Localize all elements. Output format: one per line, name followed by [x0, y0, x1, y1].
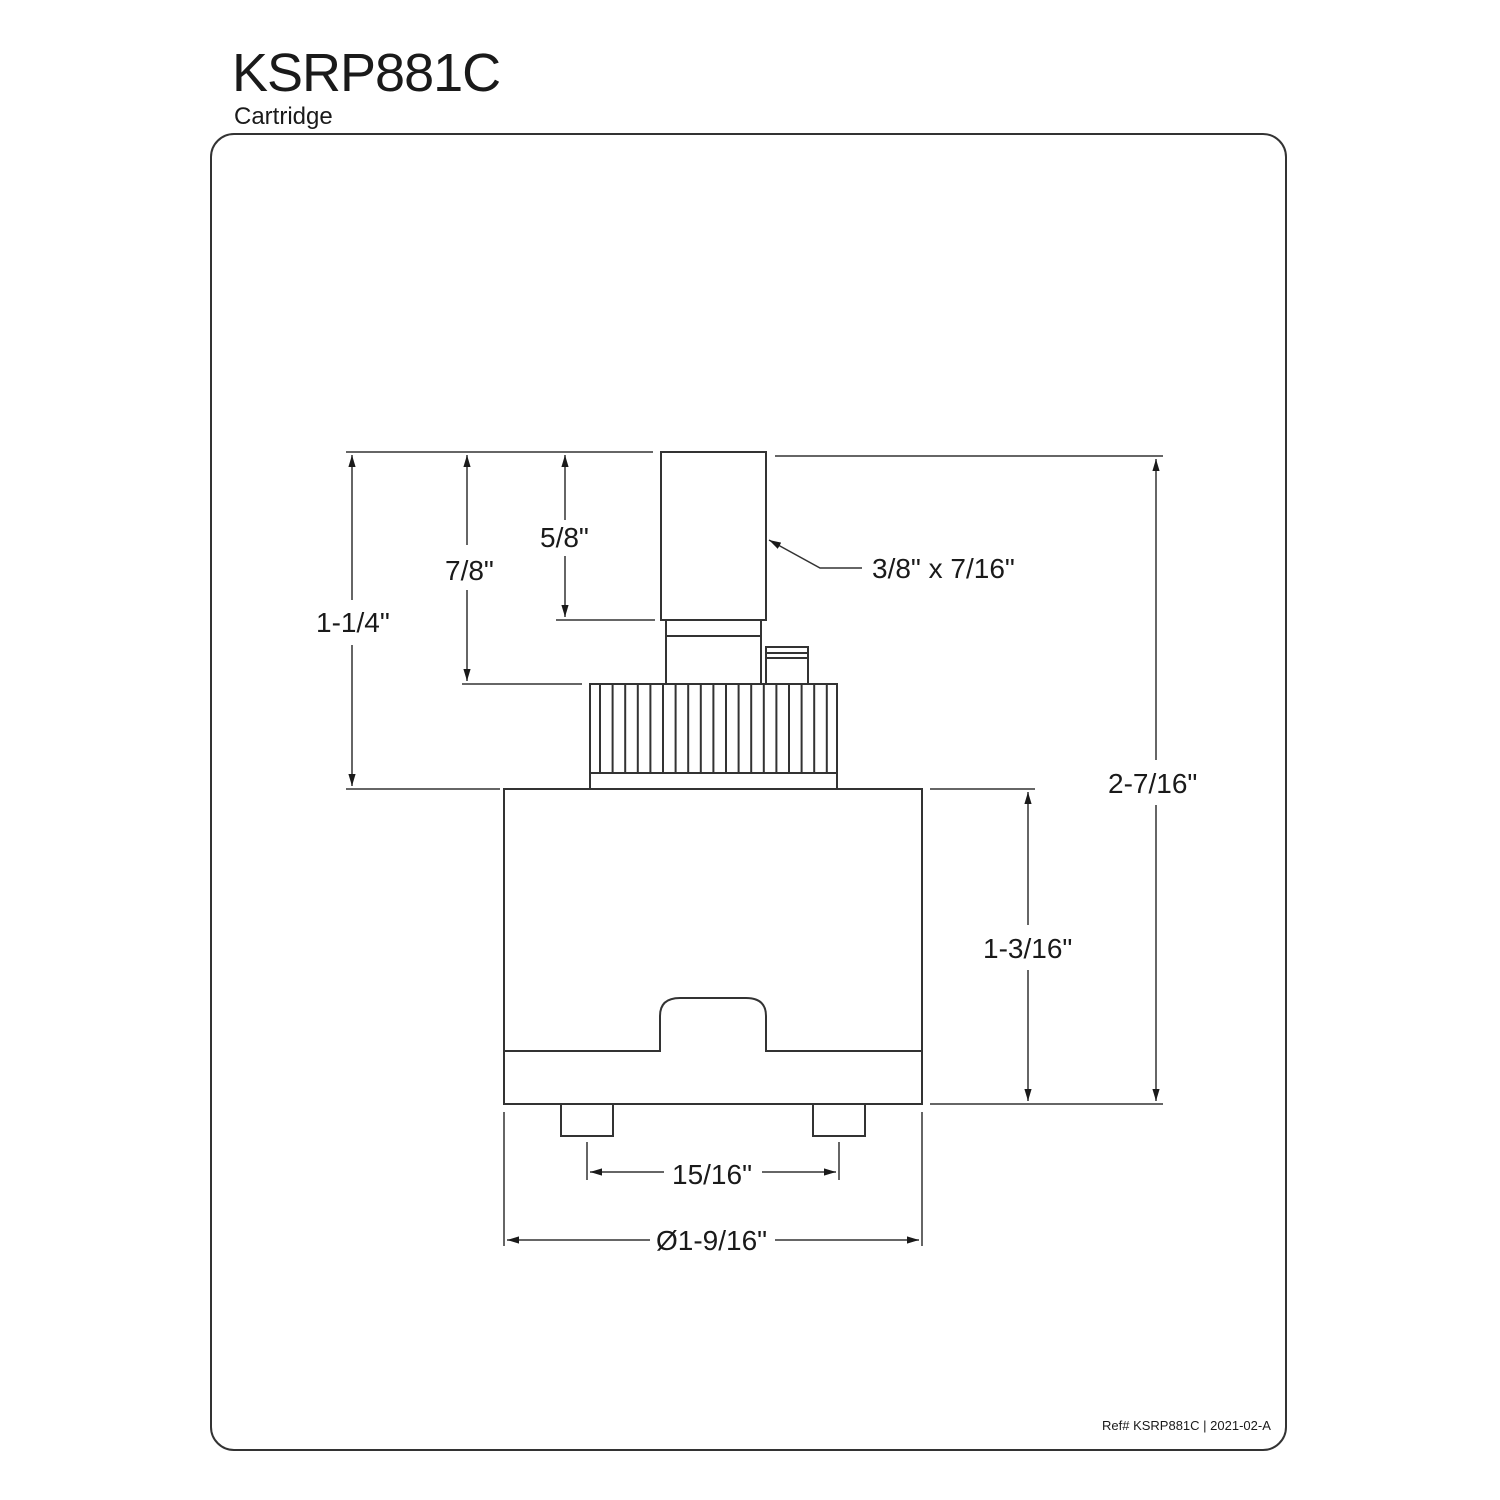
page-title: KSRP881C — [232, 43, 501, 103]
dim-stem-to-collar: 7/8" — [445, 555, 494, 586]
dim-pin-spacing: 15/16" — [672, 1159, 752, 1190]
stop-tab — [765, 646, 809, 685]
drawing-frame — [210, 133, 1287, 1451]
cartridge-body — [503, 788, 923, 1105]
knurled-collar — [589, 683, 838, 790]
stem-block — [660, 451, 767, 621]
dim-stem-size: 3/8" x 7/16" — [872, 553, 1015, 584]
dim-stem-top: 5/8" — [540, 522, 589, 553]
dim-overall-height: 2-7/16" — [1108, 768, 1197, 799]
dim-diameter: Ø1-9/16" — [656, 1225, 767, 1256]
stem-neck — [665, 619, 762, 685]
dim-body-height: 1-3/16" — [983, 933, 1072, 964]
pin-right — [812, 1103, 866, 1137]
page-subtitle: Cartridge — [234, 103, 333, 130]
pin-left — [560, 1103, 614, 1137]
dim-top-to-body: 1-1/4" — [316, 607, 390, 638]
reference-number: Ref# KSRP881C | 2021-02-A — [1102, 1418, 1271, 1433]
